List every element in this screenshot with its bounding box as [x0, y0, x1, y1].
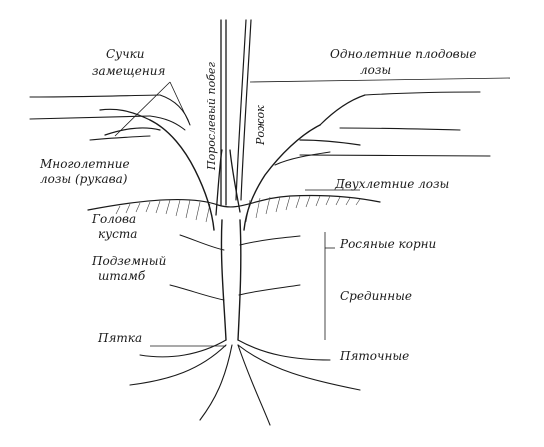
- labels: Сучки замещения Однолетние плодовые лозы…: [39, 47, 477, 363]
- leader-lines: [114, 77, 511, 347]
- label-golova-2: куста: [98, 227, 137, 241]
- roots: [129, 234, 361, 426]
- label-rosyanye: Росяные корни: [339, 237, 436, 251]
- label-golova-1: Голова: [91, 212, 136, 226]
- label-plodovye-1: Однолетние плодовые: [330, 47, 477, 61]
- label-pyatka: Пятка: [97, 331, 142, 345]
- label-porosl: Порослевый побег: [205, 62, 218, 171]
- label-rozhok: Рожок: [254, 105, 267, 146]
- trunk: [149, 119, 321, 231]
- label-plodovye-2: лозы: [360, 63, 391, 77]
- label-sredinnye: Срединные: [340, 289, 412, 303]
- label-pyatochnye: Пяточные: [339, 349, 409, 363]
- label-sucki-2: замещения: [92, 64, 165, 78]
- label-rukava-1: Многолетние: [39, 157, 130, 171]
- right-arms: [274, 91, 491, 166]
- label-sucki-1: Сучки: [106, 47, 145, 61]
- label-dvuhletnie: Двухлетние лозы: [334, 177, 449, 191]
- left-arms: [29, 94, 191, 141]
- soil-surface: [87, 194, 381, 223]
- vertical-shoots: [220, 19, 252, 206]
- label-rukava-2: лозы (рукава): [40, 172, 128, 186]
- underground-trunk: [220, 219, 242, 341]
- label-stamb-2: штамб: [98, 269, 146, 283]
- label-stamb-1: Подземный: [91, 254, 166, 268]
